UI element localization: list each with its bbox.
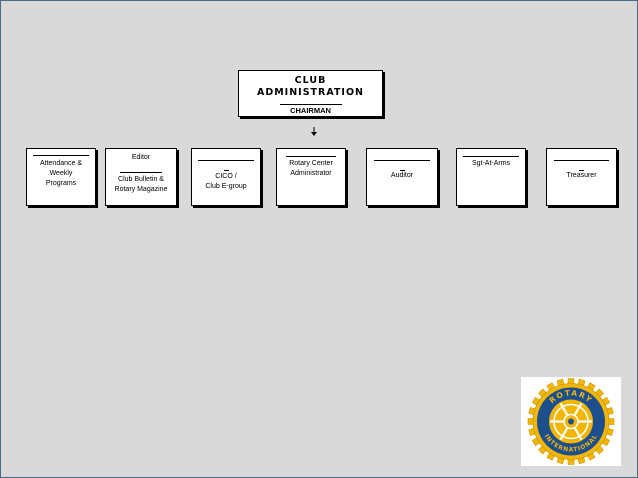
rotary-center-label-2: Administrator <box>290 170 332 177</box>
cico-dash <box>223 170 229 171</box>
treasurer-dash <box>579 170 584 171</box>
editor-role: Editor <box>131 154 151 161</box>
head-line-2: ADMINISTRATION <box>256 87 364 98</box>
head-title: CHAIRMAN <box>290 106 331 115</box>
club-administration-box: CLUB ADMINISTRATION CHAIRMAN <box>238 70 383 117</box>
down-arrow-icon <box>311 127 317 136</box>
cico-label-1: CICO / <box>215 173 237 180</box>
name-blank-line <box>279 104 342 105</box>
head-line-1: CLUB <box>294 75 327 86</box>
editor-name-line <box>120 172 162 173</box>
sgt-at-arms-box: Sgt-At-Arms <box>456 148 526 206</box>
attendance-box: Attendance & Weekly Programs <box>26 148 96 206</box>
attendance-name-line <box>33 155 89 156</box>
attendance-label-1: Attendance & <box>39 160 83 167</box>
cico-box: CICO / Club E-group <box>191 148 261 206</box>
rotary-center-name-line <box>286 156 336 157</box>
cico-name-line <box>198 160 254 161</box>
auditor-name-line <box>374 160 430 161</box>
treasurer-name-line <box>554 160 609 161</box>
rotary-center-box: Rotary Center Administrator <box>276 148 346 206</box>
editor-label-1: Club Bulletin & <box>118 176 164 183</box>
sgt-at-arms-label: Sgt-At-Arms <box>471 160 511 167</box>
auditor-label: Auditor <box>390 172 414 179</box>
treasurer-box: Treasurer <box>546 148 617 206</box>
rotary-logo: ROTARY INTERNATIONAL <box>521 377 621 466</box>
attendance-label-3: Programs <box>45 180 77 187</box>
attendance-label-2: Weekly <box>49 170 73 177</box>
rotary-wheel-icon: ROTARY INTERNATIONAL <box>527 378 615 465</box>
editor-box: Editor Club Bulletin & Rotary Magazine <box>105 148 177 206</box>
editor-label-2: Rotary Magazine <box>114 186 168 193</box>
sgt-at-arms-name-line <box>463 156 519 157</box>
rotary-center-label-1: Rotary Center <box>289 160 333 167</box>
auditor-box: Auditor <box>366 148 438 206</box>
treasurer-label: Treasurer <box>566 172 597 179</box>
auditor-dash <box>399 170 405 171</box>
cico-label-2: Club E-group <box>205 183 247 190</box>
